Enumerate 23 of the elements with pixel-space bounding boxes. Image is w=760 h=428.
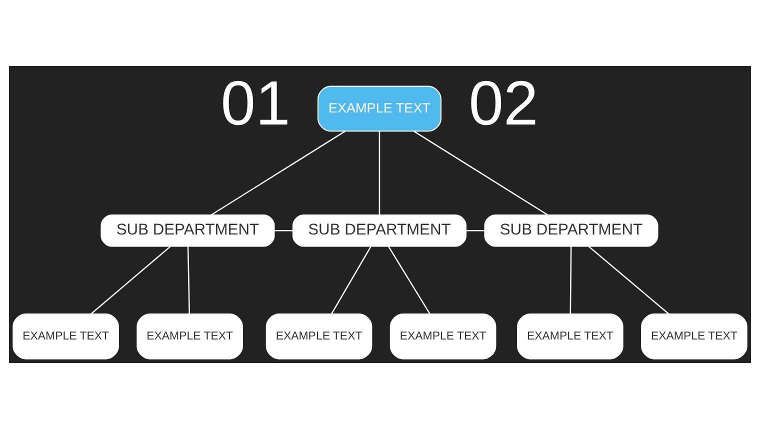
connector [588, 245, 670, 314]
connector [274, 230, 293, 231]
node-box: EXAMPLE TEXT [266, 313, 372, 359]
connector [466, 230, 484, 231]
connector [570, 246, 572, 314]
node-box: EXAMPLE TEXT [517, 313, 624, 359]
node-box: EXAMPLE TEXT [641, 313, 748, 359]
node-box: EXAMPLE TEXT [390, 313, 496, 359]
connector [210, 130, 346, 215]
node-box: EXAMPLE TEXT [136, 313, 243, 359]
node-box: SUB DEPARTMENT [292, 214, 466, 246]
label: 02 [468, 68, 538, 138]
connector [90, 245, 171, 314]
node-box: EXAMPLE TEXT [12, 313, 119, 359]
connector [187, 246, 190, 314]
connector [413, 130, 548, 215]
label: 01 [220, 68, 290, 138]
connector [378, 130, 380, 214]
node-box: SUB DEPARTMENT [484, 214, 658, 246]
connector [331, 246, 372, 314]
node-box: EXAMPLE TEXT [317, 85, 442, 132]
connector [388, 246, 430, 314]
node-box: SUB DEPARTMENT [100, 214, 275, 246]
